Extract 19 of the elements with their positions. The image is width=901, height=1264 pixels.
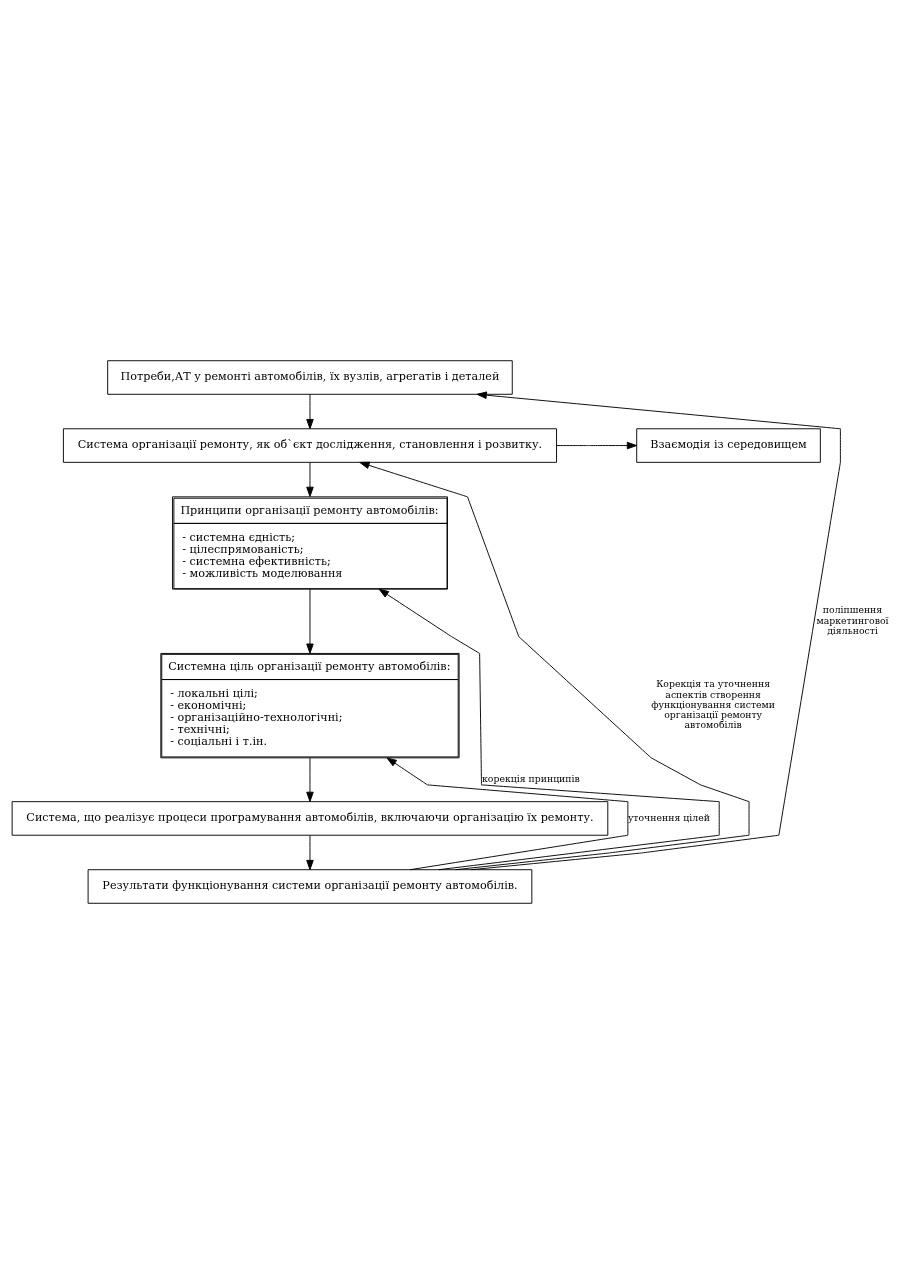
edge-label: поліпшення маркетингової діяльності (816, 604, 889, 636)
arrow (306, 757, 314, 802)
node-box: Система організації ремонту, як об`єкт дослідження, становлення і розвитку. (62, 428, 557, 463)
arrow (306, 394, 314, 430)
arrow (470, 391, 841, 871)
node-box: Результати функціонування системи організації ремонту автомобілів. (87, 869, 533, 904)
edge-label: Корекція та уточнення аспектів створення функціонування системи організації ремонту автомобілів (651, 678, 776, 731)
arrow (306, 834, 314, 871)
arrow (386, 757, 629, 871)
node-box: Взаємодія із середовищем (636, 428, 821, 463)
node-box: Система, що реалізує процеси програмування автомобілів, включаючи організацію їх ремонту. (11, 801, 609, 836)
arrow (556, 441, 638, 450)
edge-label: уточнення цілей (627, 811, 710, 823)
arrow (306, 462, 314, 497)
arrow (306, 588, 314, 654)
node-box: Потреби,АТ у ремонті автомобілів, їх вузлів, агрегатів і деталей (107, 360, 513, 395)
edge-label: корекція принципів (482, 773, 580, 785)
arrow (359, 461, 750, 871)
arrow (378, 588, 720, 871)
